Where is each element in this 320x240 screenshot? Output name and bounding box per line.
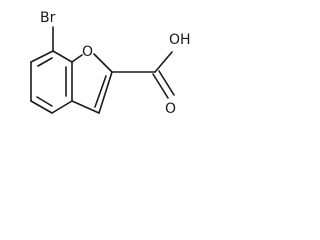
- bond-c7-c6: [30, 50, 54, 63]
- bond-c7a-o1: [71, 54, 83, 63]
- atom-label-ring-oxygen: O: [82, 44, 93, 60]
- bond-c-oh: [154, 51, 173, 73]
- bond-c2-c3: [98, 71, 113, 114]
- bond-c-o-double-a: [152, 73, 169, 99]
- aromatic-inner-c7-c6: [37, 57, 53, 67]
- aromatic-inner-c5-c4: [36, 96, 53, 107]
- bond-c4-c3a: [51, 100, 73, 114]
- atom-label-bromine: Br: [40, 10, 56, 26]
- structure-diagram: Br O OH O: [30, 10, 191, 117]
- bond-c3-c3a: [71, 100, 100, 114]
- bond-c5-c4: [30, 100, 53, 114]
- atom-label-carbonyl-oxygen: O: [165, 101, 176, 117]
- bond-c2-c3-double: [94, 75, 107, 108]
- bond-o1-c2: [93, 53, 113, 73]
- bond-c7a-c7: [52, 50, 73, 63]
- atom-label-hydroxyl: OH: [169, 32, 191, 48]
- bond-c-o-double-b: [158, 70, 175, 96]
